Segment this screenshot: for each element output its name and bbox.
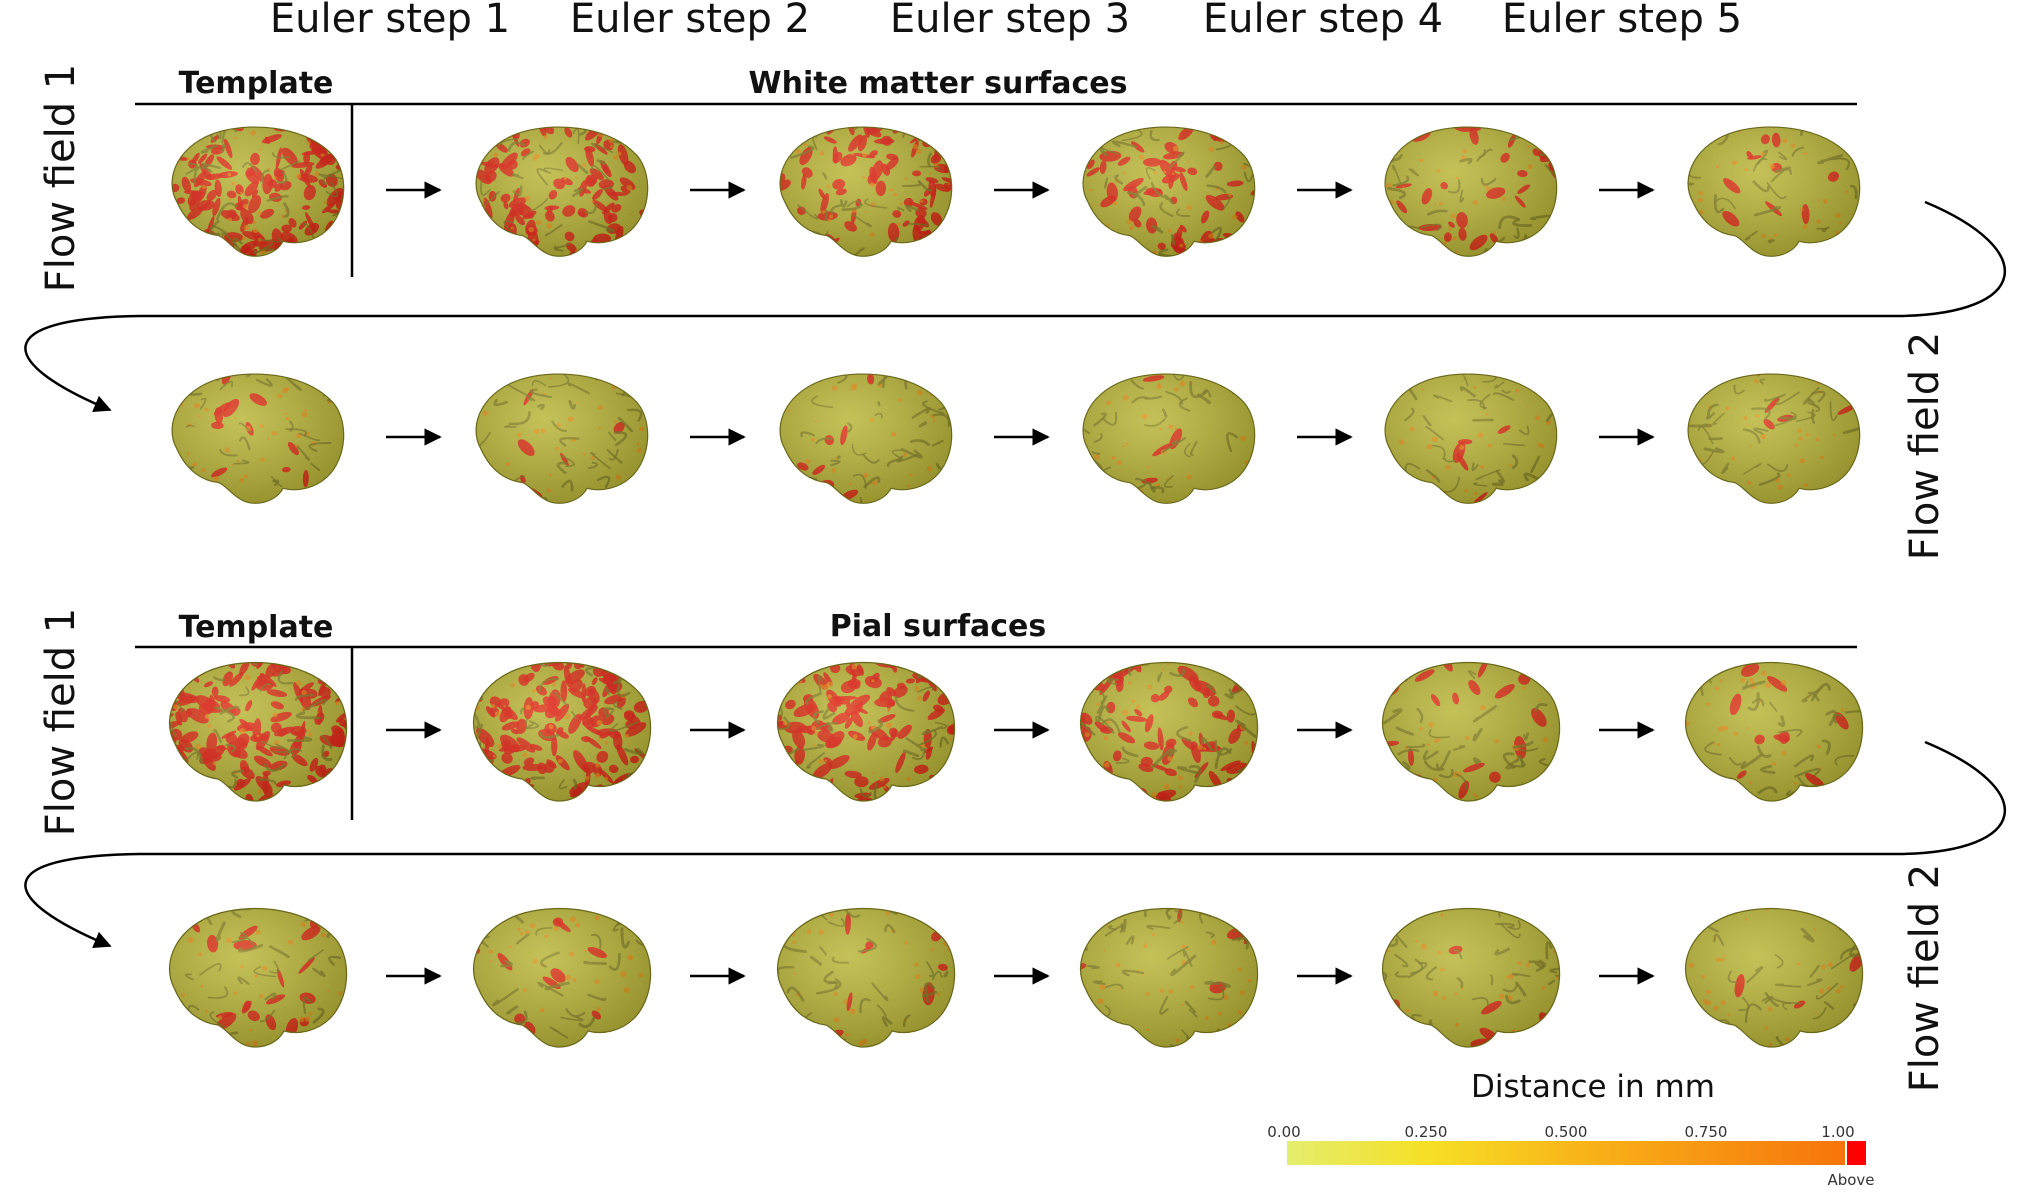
white-wrap-arrow <box>24 200 2006 413</box>
pial-row-1-brain-6 <box>1685 662 1864 802</box>
pial-flow-field-1-label: Flow field 1 <box>38 608 84 837</box>
white-flow-field-2-label: Flow field 2 <box>1902 332 1948 561</box>
euler-step-5-label: Euler step 5 <box>1502 0 1742 42</box>
pial-row-1-brain-2 <box>473 662 652 802</box>
white-row-2-brain-2 <box>475 373 649 504</box>
pial-row-1-brain-4 <box>1080 662 1259 802</box>
euler-step-1-label: Euler step 1 <box>270 0 510 42</box>
colorbar-tick-0: 0.00 <box>1267 1123 1300 1141</box>
colorbar-above-swatch <box>1847 1141 1866 1165</box>
euler-step-2-label: Euler step 2 <box>570 0 810 42</box>
pial-row-2-brain-1 <box>169 908 348 1048</box>
pial-row-2-brain-3 <box>777 908 956 1048</box>
pial-row-1-brains <box>169 662 1864 802</box>
pial-row-2-brain-6 <box>1685 908 1864 1048</box>
white-row-2-brain-5 <box>1384 373 1558 504</box>
white-flow-field-1-label: Flow field 1 <box>38 64 84 293</box>
white-row-1-brain-5 <box>1384 126 1558 257</box>
white-matter-panel: Flow field 1 Flow field 2 Template White… <box>24 64 2006 561</box>
white-row-1-brain-1 <box>171 126 345 257</box>
white-row-2-brain-6 <box>1687 373 1861 504</box>
pial-row-1-brain-1 <box>169 662 348 802</box>
colorbar-above-label: Above <box>1827 1171 1874 1189</box>
euler-step-labels: Euler step 1 Euler step 2 Euler step 3 E… <box>270 0 1742 42</box>
colorbar-tick-2: 0.500 <box>1545 1123 1588 1141</box>
white-row-2-brain-4 <box>1082 373 1256 504</box>
white-row-1-brain-4 <box>1082 126 1256 257</box>
white-row-1-brain-3 <box>779 126 953 257</box>
euler-step-3-label: Euler step 3 <box>890 0 1130 42</box>
euler-step-4-label: Euler step 4 <box>1203 0 1443 42</box>
pial-row-2-brain-5 <box>1382 908 1561 1048</box>
colorbar: Distance in mm 0.00 0.250 0.500 0.750 1.… <box>1267 1069 1874 1189</box>
pial-flow-field-2-label: Flow field 2 <box>1902 864 1948 1093</box>
pial-row-1-brain-3 <box>777 662 956 802</box>
pial-wrap-arrow <box>24 740 2006 949</box>
pial-panel-title: Pial surfaces <box>830 609 1047 644</box>
white-panel-title: White matter surfaces <box>749 66 1128 101</box>
pial-panel: Flow field 1 Flow field 2 Template Pial … <box>24 608 2006 1093</box>
colorbar-tick-4: 1.00 <box>1821 1123 1854 1141</box>
pial-row-2-brain-4 <box>1080 908 1259 1048</box>
white-row-2-brain-3 <box>779 373 953 504</box>
pial-row-1-brain-5 <box>1382 662 1561 802</box>
colorbar-tick-3: 0.750 <box>1685 1123 1728 1141</box>
pial-template-label: Template <box>179 610 334 645</box>
white-row-1-brain-6 <box>1687 126 1861 257</box>
white-row-2-brain-1 <box>171 373 345 504</box>
white-template-label: Template <box>179 66 334 101</box>
colorbar-title: Distance in mm <box>1471 1069 1715 1105</box>
colorbar-tick-1: 0.250 <box>1405 1123 1448 1141</box>
pial-row-2-brains <box>169 908 1864 1048</box>
white-row-1-brain-2 <box>475 126 649 257</box>
pial-row-2-brain-2 <box>473 908 652 1048</box>
colorbar-gradient <box>1287 1141 1845 1165</box>
